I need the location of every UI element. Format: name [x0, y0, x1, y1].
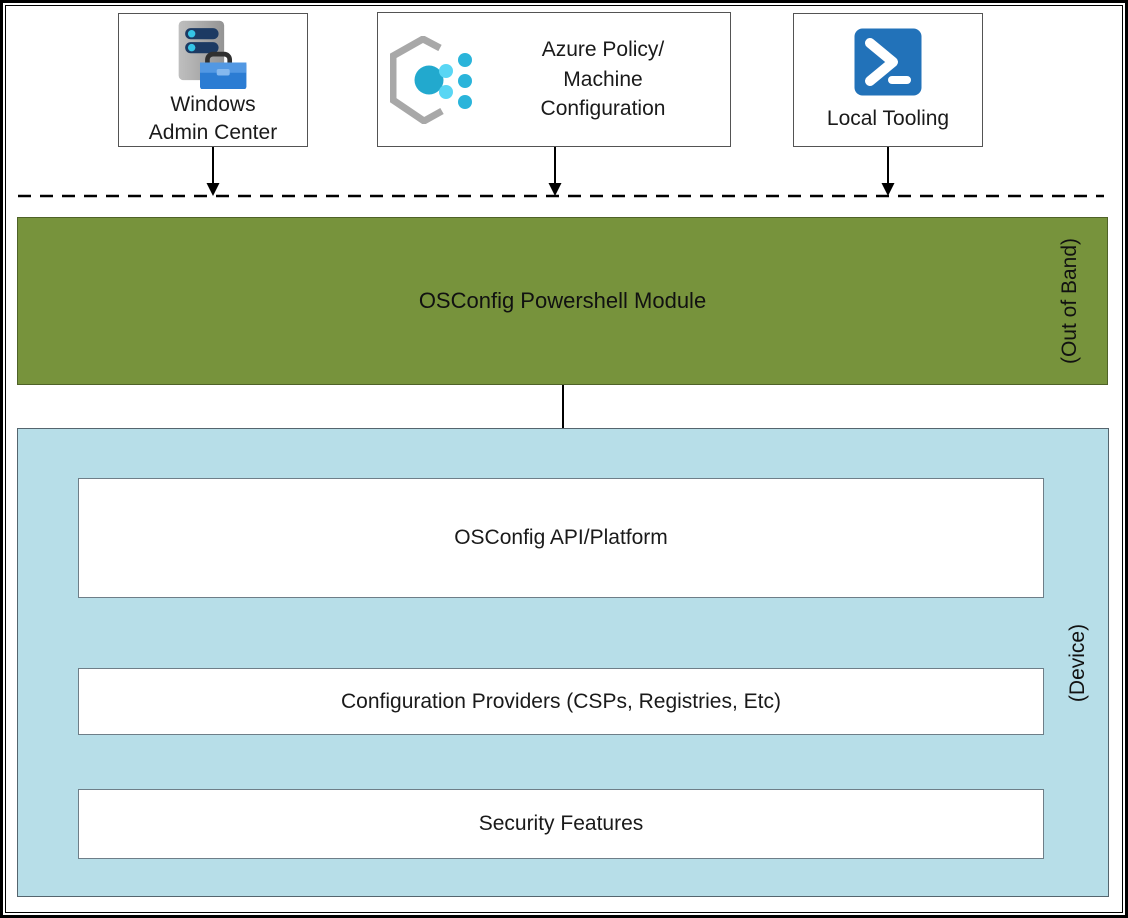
- windows-admin-center-icon: [178, 20, 247, 90]
- azure-policy-box: Azure Policy/ Machine Configuration: [377, 12, 731, 147]
- windows-admin-center-label: Windows Admin Center: [148, 93, 278, 144]
- security-features-box: Security Features: [78, 789, 1044, 859]
- arrow-azure-to-separator: [548, 147, 562, 196]
- configuration-providers-box: Configuration Providers (CSPs, Registrie…: [78, 668, 1044, 735]
- osconfig-powershell-module-band: OSConfig Powershell Module (Out of Band): [17, 217, 1108, 385]
- local-tooling-box: Local Tooling: [793, 13, 983, 147]
- configuration-providers-label: Configuration Providers (CSPs, Registrie…: [341, 689, 781, 713]
- local-tooling-label: Local Tooling: [826, 107, 950, 130]
- out-of-band-side-label: (Out of Band): [1058, 237, 1081, 365]
- security-features-label: Security Features: [478, 812, 644, 835]
- arrow-wac-to-separator: [206, 147, 220, 196]
- device-side-label: (Device): [1066, 623, 1089, 702]
- arrow-local-to-separator: [881, 147, 895, 196]
- machine-configuration-icon: [390, 35, 472, 124]
- osconfig-api-platform-box: OSConfig API/Platform: [78, 478, 1044, 598]
- windows-admin-center-box: Windows Admin Center: [118, 13, 308, 147]
- osconfig-powershell-module-label: OSConfig Powershell Module: [418, 288, 707, 313]
- osconfig-api-platform-label: OSConfig API/Platform: [454, 526, 668, 549]
- powershell-icon: [854, 28, 922, 96]
- device-band: OSConfig API/Platform Configuration Prov…: [17, 428, 1109, 897]
- azure-policy-label: Azure Policy/ Machine Configuration: [540, 37, 666, 121]
